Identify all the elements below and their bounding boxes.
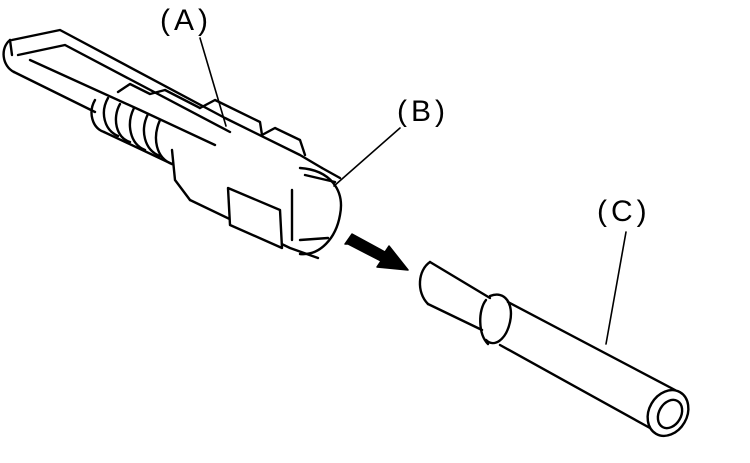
callout-label-b: (B) <box>397 95 449 128</box>
leader-line-b <box>333 127 401 187</box>
tube <box>418 260 690 438</box>
leader-line-c <box>605 231 627 345</box>
direction-arrow-icon <box>344 233 409 271</box>
connector-housing <box>2 28 343 260</box>
callout-label-a: (A) <box>160 4 212 37</box>
leader-line-a <box>199 37 227 127</box>
callout-label-c: (C) <box>597 195 651 228</box>
